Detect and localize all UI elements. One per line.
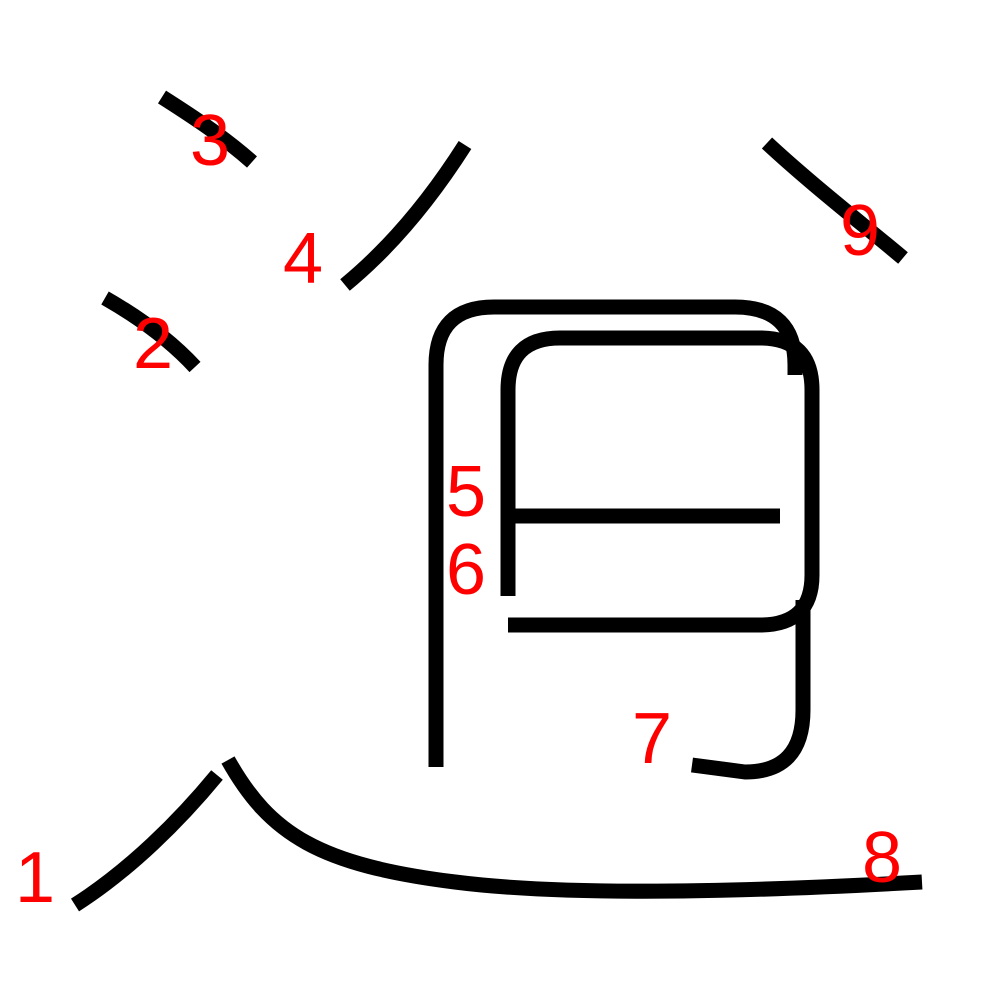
stroke-8 (221, 756, 923, 899)
stroke-number-label: 9 (840, 191, 880, 271)
stroke-5 (428, 299, 803, 767)
stroke-number-label: 8 (862, 818, 902, 898)
stroke-number-label: 5 (446, 452, 486, 532)
stroke-3 (157, 90, 257, 168)
stroke-paths (70, 90, 923, 912)
stroke-number-label: 2 (133, 304, 173, 384)
stroke-4 (340, 140, 472, 291)
stroke-7 (510, 508, 811, 780)
stroke-6 (500, 330, 820, 633)
stroke-9 (761, 137, 908, 264)
stroke-2 (101, 291, 201, 373)
stroke-1 (70, 770, 223, 912)
stroke-number-label: 1 (15, 838, 55, 918)
stroke-number-label: 7 (632, 699, 672, 779)
stroke-order-labels: 1 2 3 4 5 6 7 8 9 (15, 101, 902, 918)
stroke-number-label: 3 (190, 101, 230, 181)
stroke-number-label: 4 (283, 219, 323, 299)
stroke-number-label: 6 (446, 530, 486, 610)
